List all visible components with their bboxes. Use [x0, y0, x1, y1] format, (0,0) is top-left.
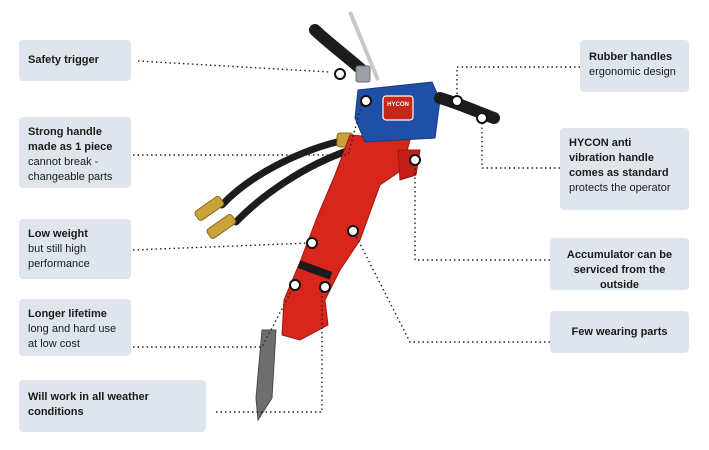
marker-anti-vibration	[476, 112, 488, 124]
marker-strong-handle	[360, 95, 372, 107]
callout-anti-vibration: HYCON anti vibration handle comes as sta…	[560, 128, 689, 210]
callout-subtitle: long and hard use at low cost	[28, 323, 117, 350]
hose-fitting-upper	[194, 195, 225, 221]
body-band	[297, 260, 333, 280]
chisel	[255, 329, 277, 422]
hydraulic-hose-upper	[218, 136, 349, 209]
callout-title: Few wearing parts	[571, 326, 668, 338]
callout-safety-trigger: Safety trigger	[19, 40, 131, 81]
left-handle-grip	[309, 24, 368, 76]
marker-longer-lifetime	[289, 279, 301, 291]
marker-low-weight	[306, 237, 318, 249]
marker-accumulator	[409, 154, 421, 166]
hydraulic-hose-lower	[232, 146, 354, 226]
callout-longer-lifetime: Longer lifetime long and hard use at low…	[19, 299, 131, 356]
callout-subtitle: cannot break - changeable parts	[28, 156, 113, 183]
callout-title: HYCON anti vibration handle comes as sta…	[569, 137, 669, 179]
callout-title: Low weight	[28, 228, 88, 240]
marker-all-weather	[319, 281, 331, 293]
brand-logo-text: HYCON	[387, 102, 409, 108]
breaker-body	[281, 134, 411, 341]
callout-rubber-handles: Rubber handles ergonomic design	[580, 40, 689, 92]
callout-title: Longer lifetime	[28, 308, 107, 320]
handle-bar	[348, 11, 380, 81]
marker-few-wearing-parts	[347, 225, 359, 237]
callout-title: Rubber handles	[589, 51, 673, 63]
callout-title: Safety trigger	[28, 54, 99, 66]
callout-low-weight: Low weight but still high performance	[19, 219, 131, 279]
callout-subtitle: but still high performance	[28, 243, 90, 270]
callout-title: Strong handle made as 1 piece	[28, 126, 113, 153]
callout-few-wearing-parts: Few wearing parts	[550, 311, 689, 353]
callout-accumulator: Accumulator can be serviced from the out…	[550, 238, 689, 291]
callout-title: Accumulator can be serviced from the out…	[566, 249, 673, 291]
callout-strong-handle: Strong handle made as 1 piece cannot bre…	[19, 117, 131, 188]
hose-fitting-lower	[206, 213, 237, 239]
marker-safety-trigger	[334, 68, 346, 80]
marker-rubber-handles	[451, 95, 463, 107]
safety-trigger	[355, 65, 371, 83]
brand-plate	[382, 95, 414, 121]
callout-subtitle: ergonomic design	[589, 66, 676, 78]
right-handle-grip	[434, 92, 500, 124]
callout-all-weather: Will work in all weather conditions	[19, 380, 206, 432]
callout-subtitle: protects the operator	[569, 182, 671, 194]
callout-title: Will work in all weather conditions	[28, 391, 149, 418]
